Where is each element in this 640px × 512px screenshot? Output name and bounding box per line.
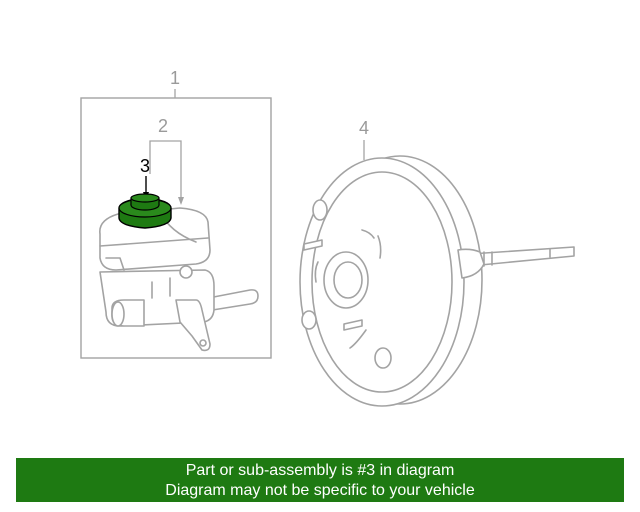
info-banner: Part or sub-assembly is #3 in diagram Di…	[16, 458, 624, 502]
callout-1[interactable]: 1	[170, 68, 180, 88]
brake-booster[interactable]	[299, 155, 575, 407]
banner-line-part: Part or sub-assembly is #3 in diagram	[185, 462, 455, 479]
master-cylinder[interactable]	[99, 207, 259, 352]
callout-3[interactable]: 3	[140, 156, 150, 176]
callout-4[interactable]: 4	[359, 118, 369, 138]
assembly-frame	[80, 97, 272, 359]
banner-line-disclaimer: Diagram may not be specific to your vehi…	[165, 482, 475, 499]
callout-2[interactable]: 2	[158, 116, 168, 136]
reservoir-cap[interactable]	[118, 193, 172, 229]
leader-2	[149, 140, 184, 205]
